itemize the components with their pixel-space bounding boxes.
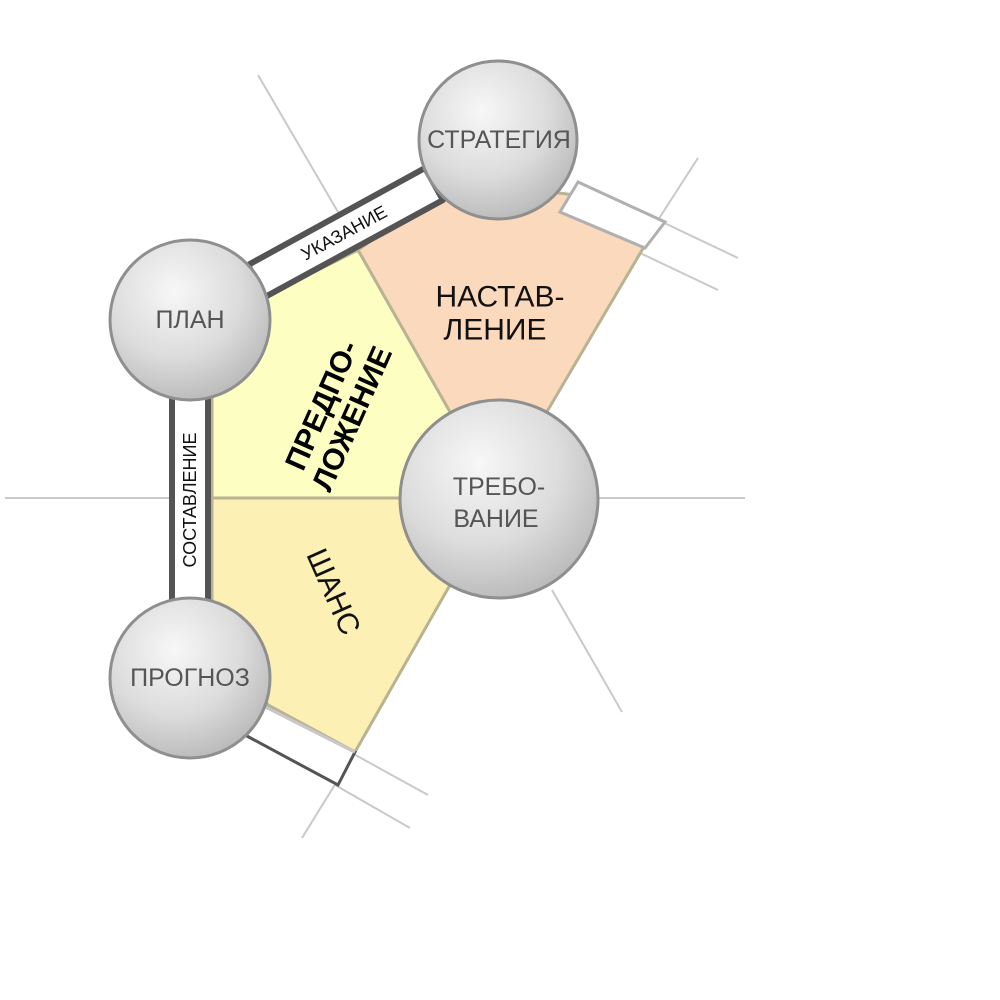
node-strategy-label: СТРАТЕГИЯ: [427, 126, 571, 154]
edge-composition-label: СОСТАВЛЕНИЕ: [180, 433, 200, 568]
node-forecast-sphere: [108, 596, 272, 760]
node-requirement-label-line1: ТРЕБО-: [453, 473, 546, 501]
node-forecast-label: ПРОГНОЗ: [130, 664, 250, 692]
node-requirement: ТРЕБО- ВАНИЕ: [398, 398, 600, 600]
edge-composition: СОСТАВЛЕНИЕ: [169, 392, 211, 618]
node-strategy: СТРАТЕГИЯ: [417, 59, 579, 221]
guide-line-bottom-inner: [334, 784, 411, 829]
guide-line-bottom-outer: [349, 751, 429, 796]
region-guidance-label-line2: ЛЕНИЕ: [444, 314, 547, 347]
node-plan-label: ПЛАН: [155, 306, 224, 334]
node-forecast: ПРОГНОЗ: [108, 596, 272, 760]
node-plan: ПЛАН: [108, 238, 272, 402]
node-plan-sphere: [108, 238, 272, 402]
guide-line-lower-right: [551, 589, 623, 713]
node-requirement-label-line2: ВАНИЕ: [453, 505, 538, 533]
node-requirement-sphere: [398, 398, 600, 600]
top-right-edge-band-shape: [557, 180, 668, 250]
region-guidance-label-line1: НАСТАВ-: [435, 281, 564, 314]
node-strategy-sphere: [417, 59, 579, 221]
bottom-edge-band-light: [261, 703, 356, 754]
top-right-edge-band: [557, 180, 668, 250]
guide-line-top-left: [257, 74, 339, 213]
